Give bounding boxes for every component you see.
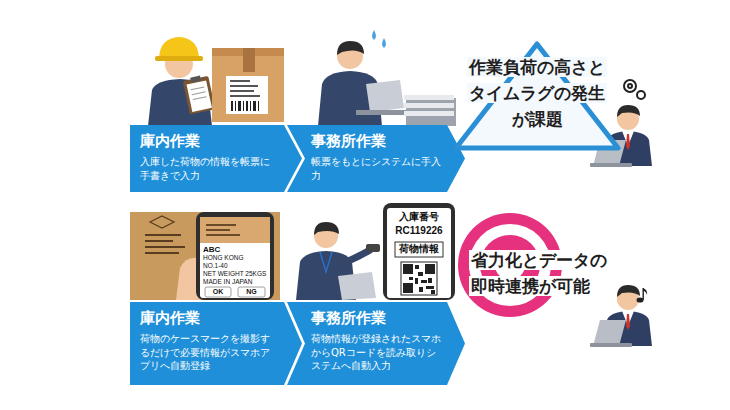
sweat-drops bbox=[372, 30, 386, 48]
screen-text: 入庫番号 bbox=[387, 211, 451, 223]
worker-body bbox=[148, 79, 212, 126]
cardboard-box bbox=[212, 48, 284, 122]
phone-photo bbox=[200, 217, 270, 243]
node-content: 省力化とデータの即時連携が可能 bbox=[455, 205, 635, 305]
band-heading: 庫内作業 bbox=[140, 131, 278, 151]
band-heading: 庫内作業 bbox=[140, 308, 278, 328]
process-band: 事務所作業荷物情報が登録されたスマホからQRコードを読み取りシステムへ自動入力 bbox=[287, 302, 465, 385]
callout-text-run: 作業負荷の高さとタイムラグの発生が課題 bbox=[467, 57, 607, 129]
phone-screen bbox=[200, 217, 270, 298]
qr-code bbox=[401, 262, 437, 295]
smartphone bbox=[383, 203, 455, 300]
screen-text: OK bbox=[205, 288, 231, 297]
photo-print bbox=[206, 224, 240, 236]
arm bbox=[346, 250, 370, 262]
case-mark-diamond bbox=[150, 216, 174, 228]
cardboard-box bbox=[130, 212, 280, 300]
helmet-brim bbox=[155, 56, 203, 61]
hair bbox=[337, 41, 364, 55]
label-lines bbox=[230, 80, 260, 97]
screen-text: ABC bbox=[203, 245, 267, 255]
node-content: 庫内作業入庫した荷物の情報を帳票に手書きで入力 bbox=[130, 125, 302, 188]
paper-stack bbox=[404, 95, 456, 126]
clipboard bbox=[182, 74, 215, 115]
screen-text: NG bbox=[238, 288, 265, 297]
box-tape bbox=[243, 48, 255, 72]
gear-icon bbox=[624, 80, 645, 99]
band-heading: 事務所作業 bbox=[311, 308, 443, 328]
lanyard bbox=[320, 252, 332, 272]
node-content: 作業負荷の高さとタイムラグの発生が課題 bbox=[452, 40, 622, 138]
benefit-target: 省力化とデータの即時連携が可能 bbox=[455, 205, 635, 320]
band-body: 荷物のケースマークを撮影するだけで必要情報がスマホアプリへ自動登録 bbox=[140, 332, 278, 373]
smartphone bbox=[196, 212, 274, 300]
callout-text: 作業負荷の高さとタイムラグの発生が課題 bbox=[465, 54, 610, 132]
hair bbox=[314, 222, 339, 235]
laptop-screen bbox=[366, 80, 404, 112]
screen-text: MADE IN JAPAN bbox=[203, 278, 267, 286]
band-body: 入庫した荷物の情報を帳票に手書きで入力 bbox=[140, 155, 278, 182]
phone-screen bbox=[387, 208, 451, 298]
screen-text: RC119226 bbox=[387, 225, 451, 237]
process-band: 庫内作業入庫した荷物の情報を帳票に手書きで入力 bbox=[130, 125, 302, 192]
node-content: 事務所作業帳票をもとにシステムに手入力 bbox=[287, 125, 465, 188]
info-box bbox=[395, 242, 443, 257]
band-body: 帳票をもとにシステムに手入力 bbox=[311, 155, 443, 182]
ok-button bbox=[205, 287, 231, 297]
chevron-band bbox=[287, 125, 465, 192]
screen-text: NO.1-40 bbox=[203, 262, 267, 270]
scanner bbox=[366, 244, 380, 252]
callout-text: 省力化とデータの即時連携が可能 bbox=[469, 247, 614, 299]
man-with-laptop bbox=[590, 285, 652, 347]
band-body: 荷物情報が登録されたスマホからQRコードを読み取りシステムへ自動入力 bbox=[311, 332, 443, 373]
chevron-band bbox=[287, 302, 465, 385]
helmet bbox=[159, 37, 199, 58]
music-note bbox=[637, 288, 648, 303]
screen-text: 荷物情報 bbox=[395, 243, 443, 255]
case-mark-print bbox=[145, 234, 185, 254]
barcode bbox=[231, 101, 259, 111]
node-content: 事務所作業荷物情報が登録されたスマホからQRコードを読み取りシステムへ自動入力 bbox=[287, 302, 465, 379]
band-heading: 事務所作業 bbox=[311, 131, 443, 151]
ng-button bbox=[238, 287, 265, 297]
node-content: 庫内作業荷物のケースマークを撮影するだけで必要情報がスマホアプリへ自動登録 bbox=[130, 302, 302, 379]
process-band: 庫内作業荷物のケースマークを撮影するだけで必要情報がスマホアプリへ自動登録 bbox=[130, 302, 302, 385]
callout-text-run: 省力化とデータの即時連携が可能 bbox=[469, 250, 609, 296]
screen-text: HONG KONG bbox=[203, 254, 267, 262]
triangle-outline bbox=[456, 44, 618, 148]
issue-triangle: 作業負荷の高さとタイムラグの発生が課題 bbox=[452, 40, 622, 152]
screen-text: NET WEIGHT 25KGS bbox=[203, 270, 267, 278]
process-band: 事務所作業帳票をもとにシステムに手入力 bbox=[287, 125, 465, 192]
box-label bbox=[226, 76, 268, 114]
laptop bbox=[338, 272, 376, 300]
chevron-band bbox=[130, 125, 302, 192]
chevron-band bbox=[130, 302, 302, 385]
